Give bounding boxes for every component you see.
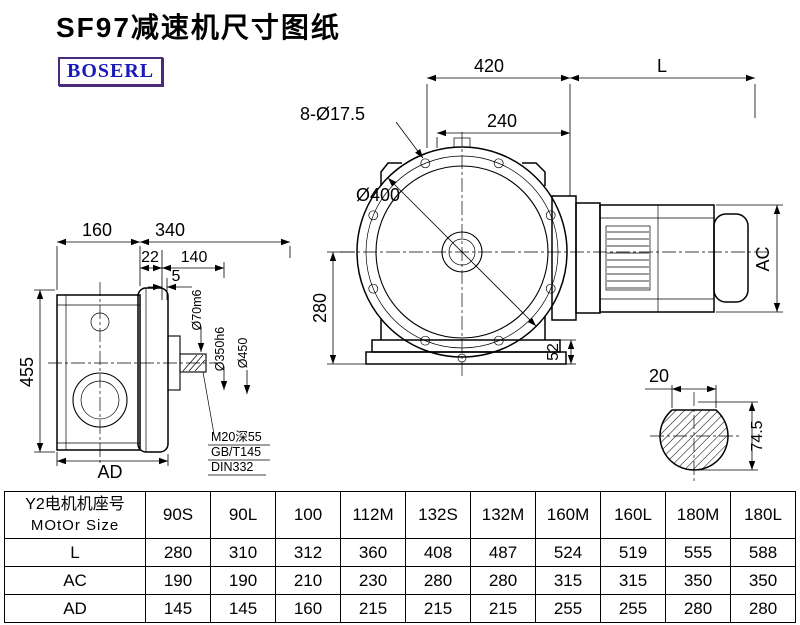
cell-AC-90L: 190 [210, 566, 276, 595]
cell-L-160M: 524 [535, 538, 601, 567]
side-view: 160 340 22 140 5 455 AD Ø70m6 Ø350h6 Ø45… [17, 220, 291, 482]
dim-52-label: 52 [545, 343, 562, 361]
cell-AD-180L: 280 [730, 594, 796, 623]
cell-AC-132S: 280 [405, 566, 471, 595]
dim-140-label: 140 [181, 249, 208, 266]
motor [599, 204, 749, 313]
dim-d450-label: Ø450 [236, 338, 250, 369]
row-label-L: L [4, 538, 146, 567]
note-std1-label: GB/T145 [211, 445, 261, 459]
table-row-AC: AC 190 190 210 230 280 280 315 315 350 3… [4, 566, 796, 595]
cell-AC-160M: 315 [535, 566, 601, 595]
column-header-180L: 180L [730, 491, 796, 539]
dim-420-label: 420 [474, 56, 504, 76]
table-row-AD: AD 145 145 160 215 215 215 255 255 280 2… [4, 594, 796, 623]
motor-size-header-line2: MOtOr Size [30, 517, 120, 534]
cell-AD-160L: 255 [600, 594, 666, 623]
row-label-AC: AC [4, 566, 146, 595]
column-header-90L: 90L [210, 491, 276, 539]
cell-AD-90L: 145 [210, 594, 276, 623]
column-header-132M: 132M [470, 491, 536, 539]
column-header-112M: 112M [340, 491, 406, 539]
output-flange [137, 287, 169, 453]
dim-340-label: 340 [155, 220, 185, 240]
dim-280-label: 280 [310, 293, 330, 323]
dim-240-label: 240 [487, 111, 517, 131]
cell-AD-132M: 215 [470, 594, 536, 623]
cell-AC-90S: 190 [145, 566, 211, 595]
cell-L-180M: 555 [665, 538, 731, 567]
cell-L-132S: 408 [405, 538, 471, 567]
column-header-180M: 180M [665, 491, 731, 539]
column-header-100: 100 [275, 491, 341, 539]
cell-L-90S: 280 [145, 538, 211, 567]
motor-size-header-cell: Y2电机机座号 MOtOr Size [4, 491, 146, 539]
dim-d70m6-label: Ø70m6 [190, 289, 204, 330]
motor-end-cap [713, 213, 749, 303]
cell-L-90L: 310 [210, 538, 276, 567]
cell-AC-112M: 230 [340, 566, 406, 595]
cell-AD-132S: 215 [405, 594, 471, 623]
cell-AD-160M: 255 [535, 594, 601, 623]
column-header-90S: 90S [145, 491, 211, 539]
dim-AC-label: AC [753, 246, 773, 271]
dim-holes-label: 8-Ø17.5 [300, 104, 365, 124]
cell-L-132M: 487 [470, 538, 536, 567]
cell-L-160L: 519 [600, 538, 666, 567]
dim-d350h6-label: Ø350h6 [213, 327, 227, 372]
table-header-row: Y2电机机座号 MOtOr Size 90S 90L 100 112M 132S… [4, 491, 796, 539]
dim-L-label: L [657, 56, 667, 76]
dim-22-label: 22 [141, 249, 159, 266]
dim-5-label: 5 [172, 268, 181, 285]
cell-AD-100: 160 [275, 594, 341, 623]
dim-d400-label: Ø400 [356, 185, 400, 205]
cell-AC-180M: 350 [665, 566, 731, 595]
cell-AC-180L: 350 [730, 566, 796, 595]
brand-logo: BOSERL [58, 57, 164, 86]
dim-455-label: 455 [17, 357, 37, 387]
page-title: SF97减速机尺寸图纸 [56, 12, 341, 43]
cell-L-180L: 588 [730, 538, 796, 567]
gearbox-base [371, 339, 561, 353]
dim-AD-label: AD [97, 462, 122, 482]
technical-drawing: 420 L 8-Ø17.5 240 Ø400 280 52 AC [17, 56, 783, 484]
dim-160-label: 160 [82, 220, 112, 240]
dim-20-label: 20 [649, 366, 669, 386]
note-std2-label: DIN332 [211, 460, 253, 474]
row-label-AD: AD [4, 594, 146, 623]
column-header-160M: 160M [535, 491, 601, 539]
gearbox-body [56, 294, 141, 451]
dim-74-5-label: 74.5 [749, 420, 766, 451]
note-tap-label: M20深55 [211, 430, 262, 444]
output-shaft [179, 353, 207, 373]
cell-AD-90S: 145 [145, 594, 211, 623]
shaft-section: 20 74.5 [645, 366, 766, 484]
front-view: 420 L 8-Ø17.5 240 Ø400 280 52 AC [300, 56, 783, 378]
cell-AC-100: 210 [275, 566, 341, 595]
cell-AD-180M: 280 [665, 594, 731, 623]
cell-AC-132M: 280 [470, 566, 536, 595]
column-header-132S: 132S [405, 491, 471, 539]
cell-L-100: 312 [275, 538, 341, 567]
column-header-160L: 160L [600, 491, 666, 539]
motor-size-header-line1: Y2电机机座号 [25, 496, 125, 513]
table-row-L: L 280 310 312 360 408 487 524 519 555 58… [4, 538, 796, 567]
shaft-cross-section-shape [659, 409, 729, 471]
cell-AC-160L: 315 [600, 566, 666, 595]
cell-L-112M: 360 [340, 538, 406, 567]
brand-logo-text: BOSERL [67, 60, 155, 82]
cell-AD-112M: 215 [340, 594, 406, 623]
motor-dimension-table: Y2电机机座号 MOtOr Size 90S 90L 100 112M 132S… [4, 491, 796, 623]
